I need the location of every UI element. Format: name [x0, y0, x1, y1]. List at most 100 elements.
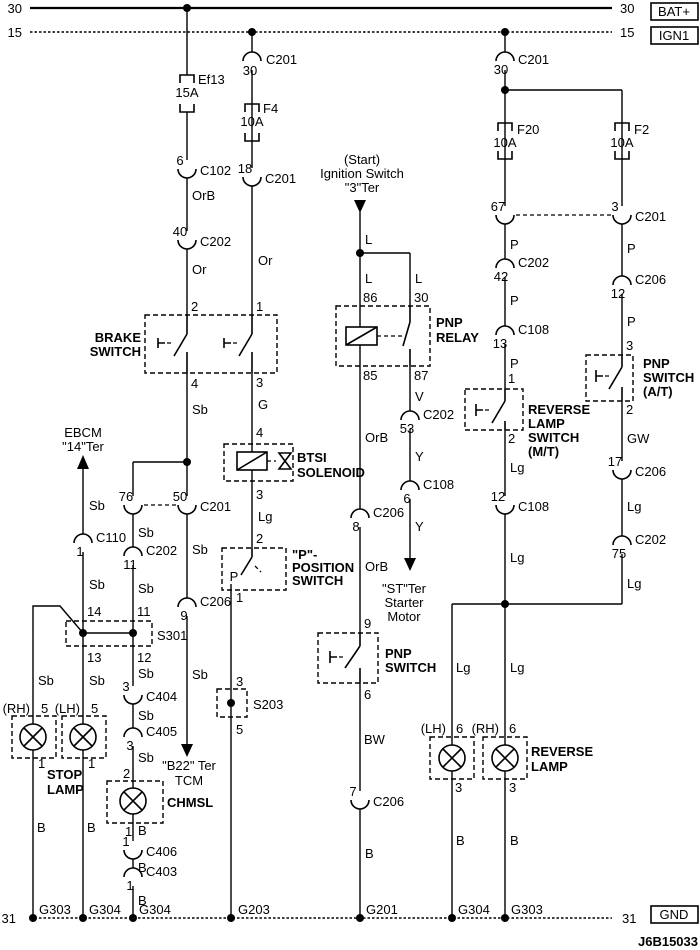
fuse-name: F20: [517, 122, 539, 137]
wire-color-label: Sb: [89, 498, 105, 513]
pin-label: 85: [363, 368, 377, 383]
connector-pin: 12: [611, 286, 625, 301]
splice-s301-box: [65, 620, 153, 647]
wire-color-label: B: [456, 833, 465, 848]
fuse-amp: 10A: [240, 114, 263, 129]
pnp-relay-label: RELAY: [436, 330, 479, 345]
connector-name: C202: [635, 532, 666, 547]
pin-label: 1: [125, 824, 132, 839]
wire-color-label: P: [510, 293, 519, 308]
lamp-symbols: [19, 723, 519, 815]
ground-label: G203: [238, 902, 270, 917]
pin-label: 12: [137, 650, 151, 665]
pin-label: 1: [256, 299, 263, 314]
stop-lamp-label: LAMP: [47, 782, 84, 797]
fuse-name: F2: [634, 122, 649, 137]
connector-pin: 3: [126, 738, 133, 753]
connector-pin: 7: [349, 784, 356, 799]
connector-name: C108: [518, 322, 549, 337]
ebcm-arrow-icon: [77, 455, 89, 469]
wire-color-label: Lg: [627, 499, 641, 514]
connector-pin: 3: [122, 679, 129, 694]
pnp-switch-at-label: (A/T): [643, 384, 673, 399]
connector-name: C201: [265, 171, 296, 186]
wire-color-label: Sb: [192, 402, 208, 417]
wire-color-label: Sb: [138, 708, 154, 723]
fuse-symbols: [179, 74, 630, 160]
wire-color-label: B: [87, 820, 96, 835]
pin-label: 5: [41, 701, 48, 716]
pin-label: 30: [414, 290, 428, 305]
pin-label: 3: [236, 674, 243, 689]
connector-name: C102: [200, 163, 231, 178]
wire-color-label: Or: [258, 253, 273, 268]
pin-label: 86: [363, 290, 377, 305]
connector-name: C206: [200, 594, 231, 609]
ignition-switch-label: Ignition Switch: [320, 166, 404, 181]
pnp-switch-box: [317, 632, 379, 684]
reverse-lamp-switch-box: [464, 388, 524, 431]
pin-number-labels: 2 1 4 3 4 3 2 1 3 5 14 11 13 12 86 30 85…: [38, 290, 633, 839]
fuse-amp: 15A: [175, 85, 198, 100]
connector-name: C110: [96, 530, 126, 545]
wire-color-label: OrB: [365, 430, 388, 445]
p-position-switch-box: [221, 547, 287, 591]
wire-color-label: Sb: [138, 750, 154, 765]
ebcm-label: EBCM: [64, 425, 102, 440]
brake-switch-label: SWITCH: [90, 344, 141, 359]
pin-label: 4: [191, 376, 198, 391]
connector-name: C403: [146, 864, 177, 879]
connector-name: C206: [635, 464, 666, 479]
wire-color-label: Lg: [627, 576, 641, 591]
connector-pin: 3: [611, 199, 618, 214]
connector-name: C206: [373, 794, 404, 809]
pnp-switch-label: SWITCH: [385, 660, 436, 675]
pin-label: 2: [256, 531, 263, 546]
wire-color-label: OrB: [365, 559, 388, 574]
pin-label: 1: [508, 371, 515, 386]
pin-label: 2: [123, 766, 130, 781]
pin-label: 6: [456, 721, 463, 736]
connector-name: C202: [423, 407, 454, 422]
power-rails: [30, 6, 612, 919]
wire-color-label: L: [365, 271, 372, 286]
wire-color-label: Sb: [89, 577, 105, 592]
btsi-valve-icon: [277, 452, 293, 470]
pin-label: 3: [256, 375, 263, 390]
rail-31-right-label: 31: [622, 911, 636, 926]
connector-pin: 76: [119, 489, 133, 504]
stop-lamp-label: STOP: [47, 767, 82, 782]
gnd-terminal-label: GND: [660, 907, 689, 922]
ign1-terminal-box: [650, 26, 699, 45]
wire-color-label: Or: [192, 262, 207, 277]
connector-pin: 40: [173, 224, 187, 239]
wire-color-label: Lg: [510, 550, 524, 565]
wire-color-label: Sb: [192, 667, 208, 682]
relay-coil: [345, 326, 378, 346]
wire-color-label: B: [138, 823, 147, 838]
pin-label: 6: [364, 687, 371, 702]
pin-label: 1: [38, 756, 45, 771]
fuse-f20-icon: [497, 122, 513, 160]
p-position-label: POSITION: [292, 560, 354, 575]
connector-name: C202: [200, 234, 231, 249]
rail-31-left-label: 31: [2, 911, 16, 926]
side-label: (RH): [472, 721, 499, 736]
pin-label: 1: [88, 756, 95, 771]
terminal-boxes: [650, 2, 699, 924]
wire-color-label: G: [258, 397, 268, 412]
connector-pair-links: [144, 214, 611, 506]
chmsl-box: [106, 780, 164, 824]
tcm-arrow-icon: [181, 744, 193, 757]
pin-label: 9: [364, 616, 371, 631]
rail-15-left-label: 15: [8, 25, 22, 40]
brake-switch-box: [144, 314, 278, 374]
wire-color-label: Lg: [510, 660, 524, 675]
connector-name: C108: [518, 499, 549, 514]
side-label: (LH): [55, 701, 80, 716]
junction-dots: [29, 4, 509, 922]
pin-label: 3: [509, 780, 516, 795]
connector-name: C202: [146, 543, 177, 558]
ignition-switch-label: (Start): [344, 152, 380, 167]
